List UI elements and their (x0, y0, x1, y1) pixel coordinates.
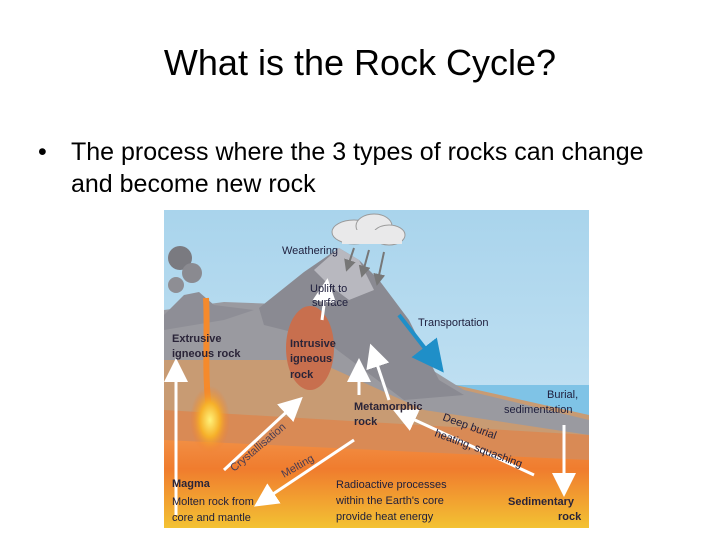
label-molten-1: Molten rock from (172, 496, 254, 508)
label-intrusive-3: rock (290, 369, 314, 381)
label-metamorphic-1: Metamorphic (354, 401, 422, 413)
label-uplift-2: surface (312, 297, 348, 309)
transportation-arrow (397, 313, 444, 373)
label-weathering: Weathering (282, 245, 338, 257)
weathering-arrow-3 (373, 251, 386, 286)
label-intrusive-1: Intrusive (290, 338, 336, 350)
label-radio-1: Radioactive processes (336, 479, 447, 491)
label-magma: Magma (172, 478, 211, 490)
label-uplift-1: Uplift to (310, 283, 347, 295)
weathering-arrow-1 (344, 247, 356, 272)
intrusive-igneous-blob (286, 306, 334, 390)
magma-chamber (190, 386, 230, 454)
bullet-marker: • (38, 138, 47, 166)
weathering-arrow-2 (358, 249, 371, 278)
rock-cycle-diagram: Weathering Uplift to surface Transportat… (164, 210, 589, 528)
page-title: What is the Rock Cycle? (163, 42, 557, 83)
label-extrusive-2: igneous rock (172, 348, 241, 360)
volcano-smoke-2 (182, 263, 202, 283)
label-transportation: Transportation (418, 317, 489, 329)
label-intrusive-2: igneous (290, 353, 332, 365)
uplift-arrow (312, 278, 337, 321)
label-molten-2: core and mantle (172, 512, 251, 524)
cloud-icon (331, 213, 406, 246)
mountain-highlight (314, 248, 374, 300)
volcano-smoke (168, 246, 192, 270)
volcano-smoke-3 (168, 277, 184, 293)
label-radio-2: within the Earth's core (335, 495, 444, 507)
label-metamorphic-2: rock (354, 416, 378, 428)
label-sedimentary-1: Sedimentary (508, 496, 575, 508)
label-burial-1: Burial, (547, 389, 578, 401)
label-burial-2: sedimentation (504, 404, 573, 416)
deep-burial-arrow (393, 409, 535, 477)
label-extrusive-1: Extrusive (172, 333, 222, 345)
melting-arrow (254, 438, 355, 507)
bullet-text: The process where the 3 types of rocks c… (71, 138, 644, 198)
crystallisation-arrow (222, 396, 303, 472)
label-sedimentary-2: rock (558, 511, 582, 523)
label-radio-3: provide heat energy (336, 511, 434, 523)
metamorphic-up-arrow (366, 343, 391, 401)
